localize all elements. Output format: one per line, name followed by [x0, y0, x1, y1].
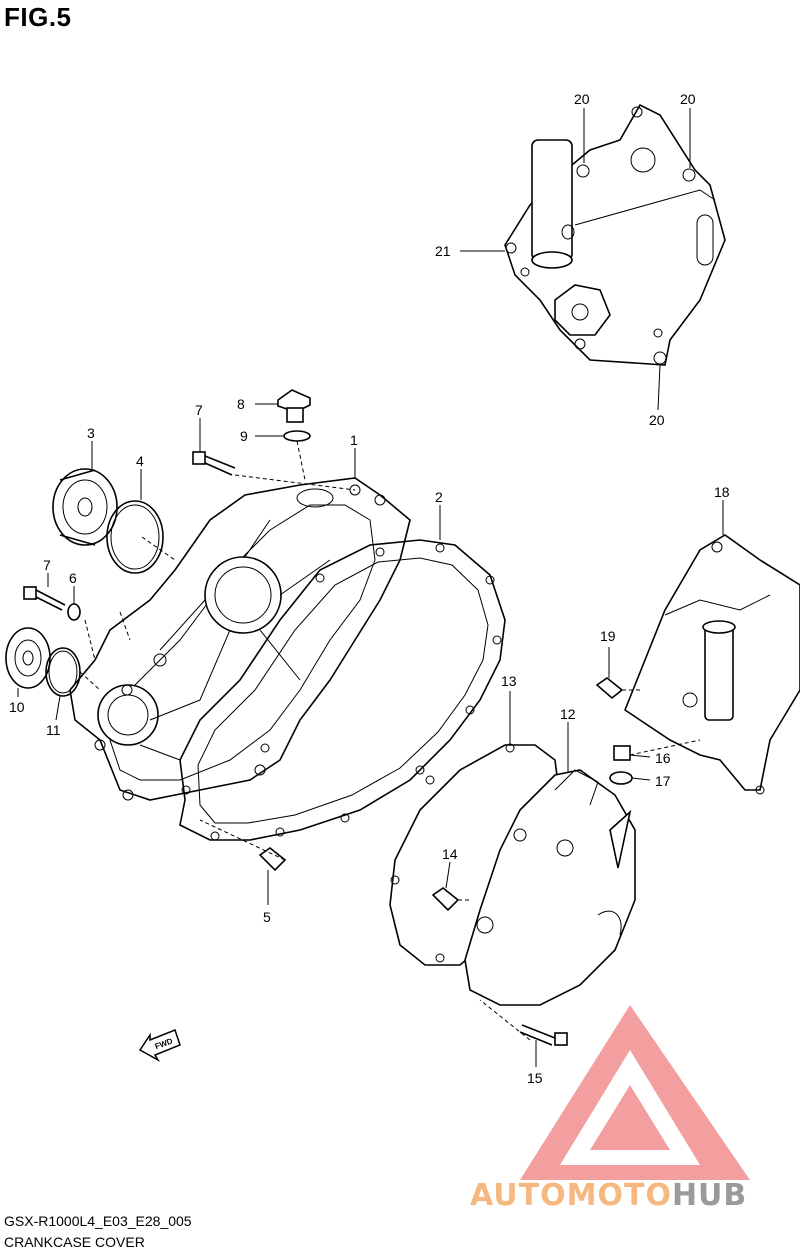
dowel-part-14	[431, 887, 460, 912]
pipe-bracket-part	[504, 103, 726, 366]
callout-17: 17	[655, 773, 671, 789]
figure-title: FIG.5	[4, 2, 72, 32]
callout-20-bottom: 20	[649, 412, 665, 428]
leader-lines	[17, 108, 724, 1067]
clutch-cover-part	[69, 477, 411, 801]
callout-11: 11	[46, 722, 61, 738]
washer-part-17	[609, 771, 633, 785]
watermark-logo	[520, 1005, 750, 1180]
callout-1: 1	[350, 432, 358, 448]
callout-6: 6	[69, 570, 77, 586]
bolt-part-7-top	[192, 451, 236, 476]
callout-10: 10	[9, 699, 25, 715]
dowel-part-19	[595, 677, 624, 700]
o-ring-part-4	[106, 500, 164, 574]
callout-9: 9	[240, 428, 248, 444]
callout-8: 8	[237, 396, 245, 412]
gasket-part	[179, 539, 506, 841]
bolt-part-15	[519, 1024, 568, 1046]
model-code: GSX-R1000L4_E03_E28_005	[4, 1213, 192, 1229]
callout-7-left: 7	[43, 557, 51, 573]
plug-part-8	[277, 389, 311, 423]
generator-cover-part-12	[464, 769, 636, 1006]
washer-part-6	[67, 603, 81, 621]
callout-4: 4	[136, 453, 144, 469]
callout-13: 13	[501, 673, 517, 689]
brand-text-part-1: AUTOMOTO	[470, 1178, 672, 1213]
callout-5: 5	[263, 909, 271, 925]
watermark-brand-text: AUTOMOTOHUB	[470, 1178, 747, 1213]
cover-part-18	[624, 534, 800, 795]
diagram-caption: CRANKCASE COVER	[4, 1234, 145, 1250]
brand-text-part-2: HUB	[671, 1178, 748, 1213]
callout-14: 14	[442, 846, 458, 862]
o-ring-part-11	[45, 647, 81, 697]
callout-2: 2	[435, 489, 443, 505]
callout-18: 18	[714, 484, 730, 500]
callout-21: 21	[435, 243, 451, 259]
forward-direction-arrow: FWD	[138, 1029, 181, 1063]
plug-part-16	[613, 745, 631, 761]
cap-part-3	[52, 468, 118, 546]
washer-part-9	[283, 430, 311, 442]
callout-12: 12	[560, 706, 576, 722]
bolt-part-7-left	[23, 586, 66, 611]
callout-20-top-left: 20	[574, 91, 590, 107]
callout-15: 15	[527, 1070, 543, 1086]
callout-16: 16	[655, 750, 671, 766]
callout-3: 3	[87, 425, 95, 441]
dowel-part-5	[258, 847, 287, 872]
cap-part-10	[5, 627, 51, 689]
callout-7-top: 7	[195, 402, 203, 418]
callout-19: 19	[600, 628, 616, 644]
callout-labels: 1 2 3 4 5 6 7 7 8 9 10 11 12 13 14 15 16…	[9, 91, 730, 1086]
callout-20-top-right: 20	[680, 91, 696, 107]
